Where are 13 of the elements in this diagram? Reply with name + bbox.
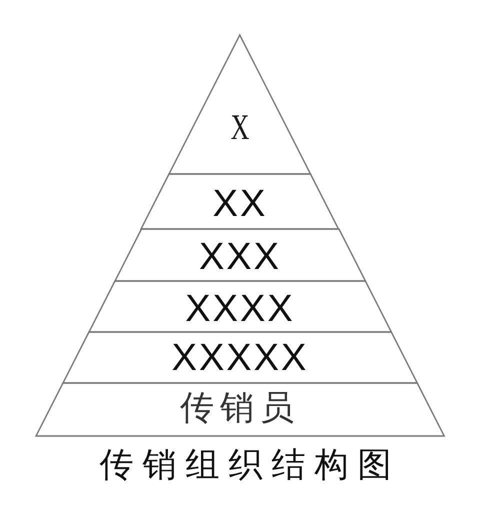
tier-label: XXXX: [185, 290, 295, 328]
tier-label: XXX: [198, 238, 281, 276]
pyramid-tier: [141, 174, 339, 229]
pyramid-tier: [62, 332, 418, 383]
tier-label: 传销员: [180, 391, 300, 425]
pyramid-tier: [36, 383, 444, 436]
tier-label: X: [230, 109, 250, 145]
tier-label: XX: [212, 185, 268, 223]
tier-label: XXXXX: [172, 339, 308, 377]
diagram-title: 传销组织结构图: [100, 448, 400, 482]
pyramid-tier: [114, 229, 366, 281]
pyramid-tier: [169, 35, 311, 174]
pyramid-tier: [88, 281, 392, 332]
